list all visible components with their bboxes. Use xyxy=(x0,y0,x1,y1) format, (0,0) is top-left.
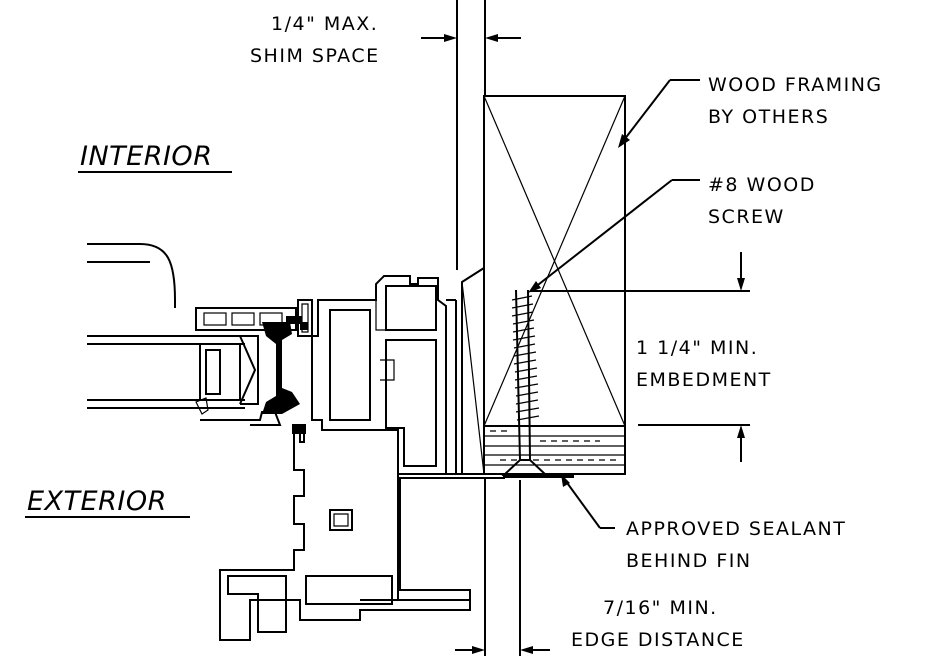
sealant-line2: BEHIND FIN xyxy=(626,550,752,572)
wood-screw-line2: SCREW xyxy=(708,206,785,228)
wood-screw-line1: #8 WOOD xyxy=(708,174,816,196)
edge-distance-line1: 7/16" MIN. xyxy=(603,597,718,619)
shim-space-line1: 1/4" MAX. xyxy=(271,13,378,35)
embedment-dimension xyxy=(530,252,750,462)
wood-framing-leader xyxy=(618,79,700,148)
edge-distance-line2: EDGE DISTANCE xyxy=(571,629,745,651)
wood-screw xyxy=(501,289,549,476)
weatherstrip xyxy=(262,316,308,414)
edge-distance-dimension xyxy=(455,478,550,656)
shim xyxy=(461,266,485,475)
wood-screw-leader xyxy=(528,179,700,293)
sheathing-layers xyxy=(483,425,626,475)
sealant-line1: APPROVED SEALANT xyxy=(626,518,846,540)
wood-framing-line2: BY OTHERS xyxy=(708,106,829,128)
wood-framing-line1: WOOD FRAMING xyxy=(708,74,883,96)
nailing-fin xyxy=(397,473,505,600)
interior-label: INTERIOR xyxy=(80,141,212,172)
exterior-label: EXTERIOR xyxy=(27,486,167,517)
frame-extrusion xyxy=(297,275,457,475)
shim-space-dimension xyxy=(421,0,521,270)
shim-space-line2: SHIM SPACE xyxy=(250,45,380,67)
sealant-bead xyxy=(504,474,574,478)
wood-framing-block xyxy=(483,95,626,427)
exterior-sill-extrusion xyxy=(219,424,471,641)
glazing-unit xyxy=(87,243,245,409)
sealant-leader xyxy=(561,474,615,529)
embedment-line2: EMBEDMENT xyxy=(636,369,772,391)
embedment-line1: 1 1/4" MIN. xyxy=(636,337,758,359)
